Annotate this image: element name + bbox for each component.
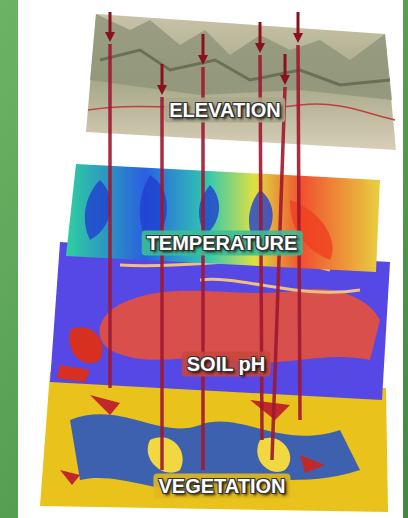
layer-label: TEMPERATURE	[142, 231, 303, 256]
layer-label: VEGETATION	[153, 474, 290, 499]
layer-label: SOIL pH	[182, 352, 271, 377]
layer-label: ELEVATION	[164, 98, 285, 123]
